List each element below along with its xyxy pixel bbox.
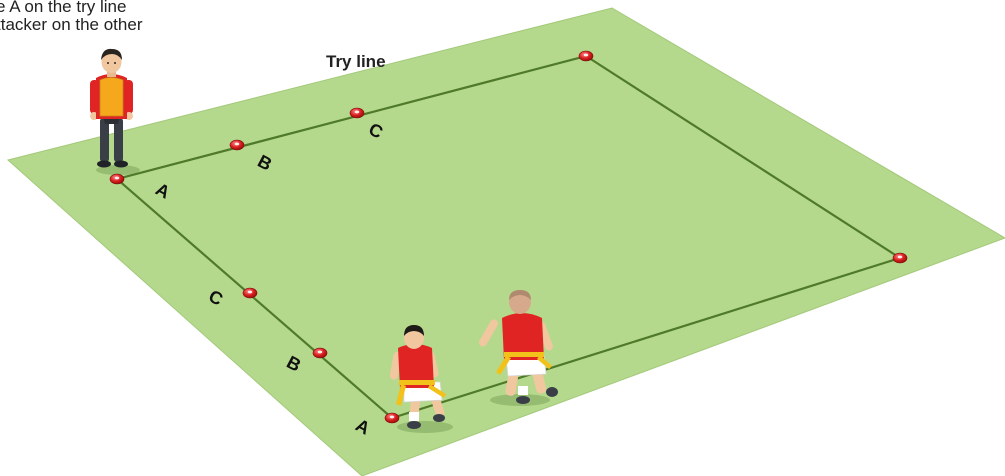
- cone-top-left: [109, 173, 125, 185]
- cone-left-c: [242, 287, 258, 299]
- try-line-label: Try line: [326, 52, 386, 71]
- caption-line-2: ttacker on the other: [0, 15, 143, 34]
- cone-top-right: [578, 50, 594, 62]
- coach-shadow: [96, 165, 140, 175]
- cone-bottom-left: [384, 412, 400, 424]
- player-attacker-2: [479, 290, 558, 404]
- coach-figure: [90, 48, 133, 168]
- cone-bottom-right: [892, 252, 908, 264]
- grass-pitch: [6, 7, 1005, 476]
- cone-top-b: [229, 139, 245, 151]
- cone-left-b: [312, 347, 328, 359]
- player-attacker-1: [389, 325, 446, 429]
- player-1-shadow: [397, 421, 453, 433]
- caption-line-1: e A on the try line: [0, 0, 127, 16]
- cone-top-c: [349, 107, 365, 119]
